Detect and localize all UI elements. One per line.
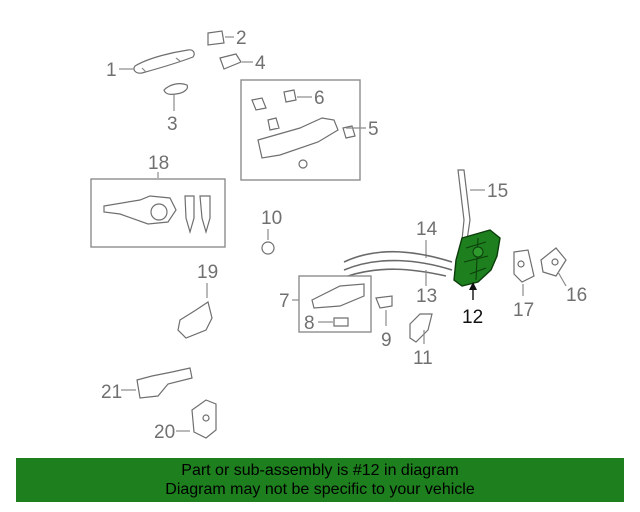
part-16-striker[interactable]: 16: [540, 247, 587, 306]
callout-12: 12: [462, 307, 483, 328]
callout-19: 19: [197, 262, 218, 283]
callout-10: 10: [261, 208, 282, 229]
callout-6: 6: [314, 88, 325, 109]
part-14-13-cables[interactable]: 14 13: [343, 219, 453, 307]
callout-8: 8: [304, 313, 315, 334]
callout-2: 2: [236, 28, 247, 49]
callout-1: 1: [106, 60, 117, 81]
part-10-bushing[interactable]: 10: [261, 208, 282, 255]
part-12-door-lock-actuator[interactable]: 12: [453, 229, 501, 328]
callout-5: 5: [368, 119, 379, 140]
callout-13: 13: [416, 286, 437, 307]
part-2-cap[interactable]: 2: [207, 28, 247, 49]
callout-3: 3: [167, 114, 178, 135]
callout-21: 21: [101, 382, 122, 403]
callout-17: 17: [513, 300, 534, 321]
part-5-handle-frame-assembly[interactable]: 6 5: [240, 79, 379, 181]
part-7-inside-handle-assembly[interactable]: 7 8: [279, 275, 372, 334]
part-1-outside-handle[interactable]: 1: [106, 49, 195, 81]
notice-line-1: Part or sub-assembly is #12 in diagram: [181, 462, 459, 479]
callout-14: 14: [416, 219, 438, 240]
part-9-screw[interactable]: 9: [375, 295, 393, 351]
callout-11: 11: [413, 348, 433, 369]
part-19-bracket[interactable]: 19: [177, 262, 218, 339]
callout-15: 15: [487, 181, 508, 202]
callout-20: 20: [154, 422, 175, 443]
part-4-pad[interactable]: 4: [219, 53, 266, 74]
part-17-striker-plate[interactable]: 17: [513, 249, 535, 321]
part-15-lock-rod[interactable]: 15: [457, 169, 508, 241]
part-3-bezel[interactable]: 3: [163, 83, 189, 135]
notice-banner: Part or sub-assembly is #12 in diagram D…: [16, 458, 624, 502]
notice-line-2: Diagram may not be specific to your vehi…: [165, 481, 475, 498]
part-21-hinge[interactable]: 21: [101, 367, 193, 403]
callout-16: 16: [566, 285, 587, 306]
callout-7: 7: [279, 291, 290, 312]
parts-diagram: 1 2 3 4 6 5 18: [90, 28, 587, 443]
callout-9: 9: [381, 330, 392, 351]
callout-4: 4: [255, 53, 266, 74]
callout-18: 18: [148, 153, 169, 174]
part-11-handle-cover[interactable]: 11: [409, 313, 433, 369]
part-20-check[interactable]: 20: [154, 399, 217, 443]
part-18-lock-cylinder-set[interactable]: 18: [90, 153, 226, 248]
